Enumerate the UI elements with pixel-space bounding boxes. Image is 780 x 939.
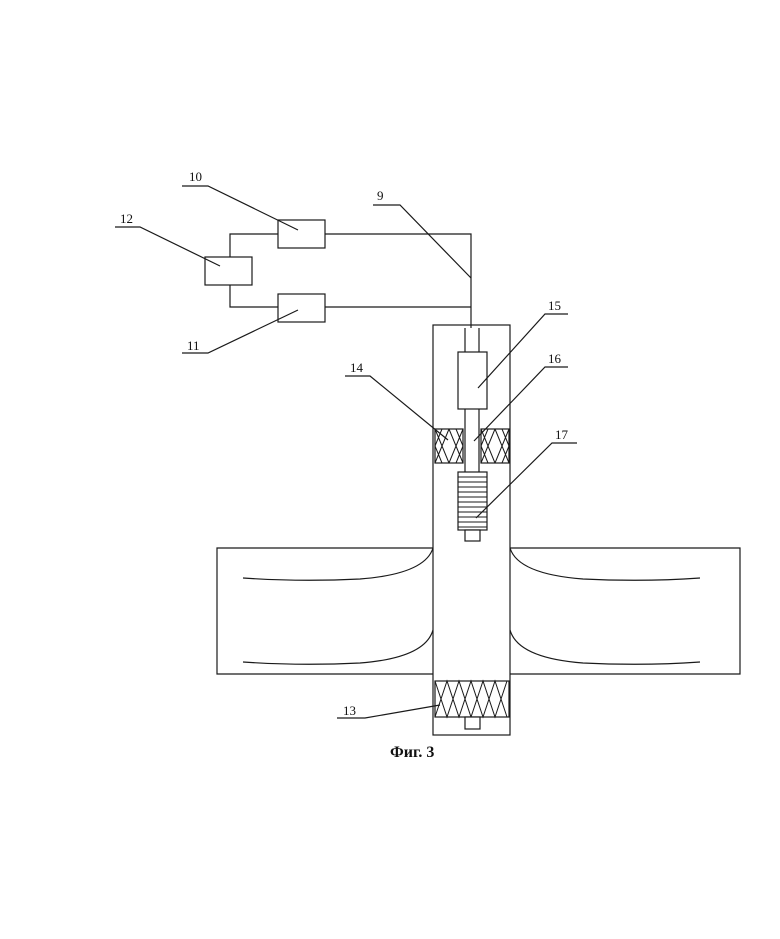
label-11: 11: [187, 338, 200, 353]
bearing-14-left: [435, 429, 463, 463]
leader-12: [115, 227, 220, 266]
wire-10-housing: [325, 234, 471, 328]
bearing-13: [435, 681, 509, 717]
leader-9: [373, 205, 471, 278]
label-13: 13: [343, 703, 356, 718]
blade-lower-right: [510, 630, 700, 664]
label-14: 14: [350, 360, 364, 375]
figure-caption: Фиг. 3: [390, 744, 434, 761]
bottom-tip: [465, 717, 480, 729]
wire-12-10: [230, 234, 278, 257]
blade-upper-right: [510, 548, 700, 580]
label-15: 15: [548, 298, 561, 313]
blade-upper-left: [243, 548, 433, 580]
body-left: [217, 548, 433, 674]
wire-12-11: [230, 285, 278, 307]
element-15: [458, 352, 487, 409]
spring-tip: [465, 530, 480, 541]
label-17: 17: [555, 427, 569, 442]
label-16: 16: [548, 351, 562, 366]
block-12: [205, 257, 252, 285]
label-9: 9: [377, 188, 384, 203]
block-11: [278, 294, 325, 322]
label-12: 12: [120, 211, 133, 226]
blade-lower-left: [243, 630, 433, 664]
label-10: 10: [189, 169, 202, 184]
body-right: [510, 548, 740, 674]
bearing-14-right: [481, 429, 509, 463]
spring-17: [458, 472, 487, 530]
